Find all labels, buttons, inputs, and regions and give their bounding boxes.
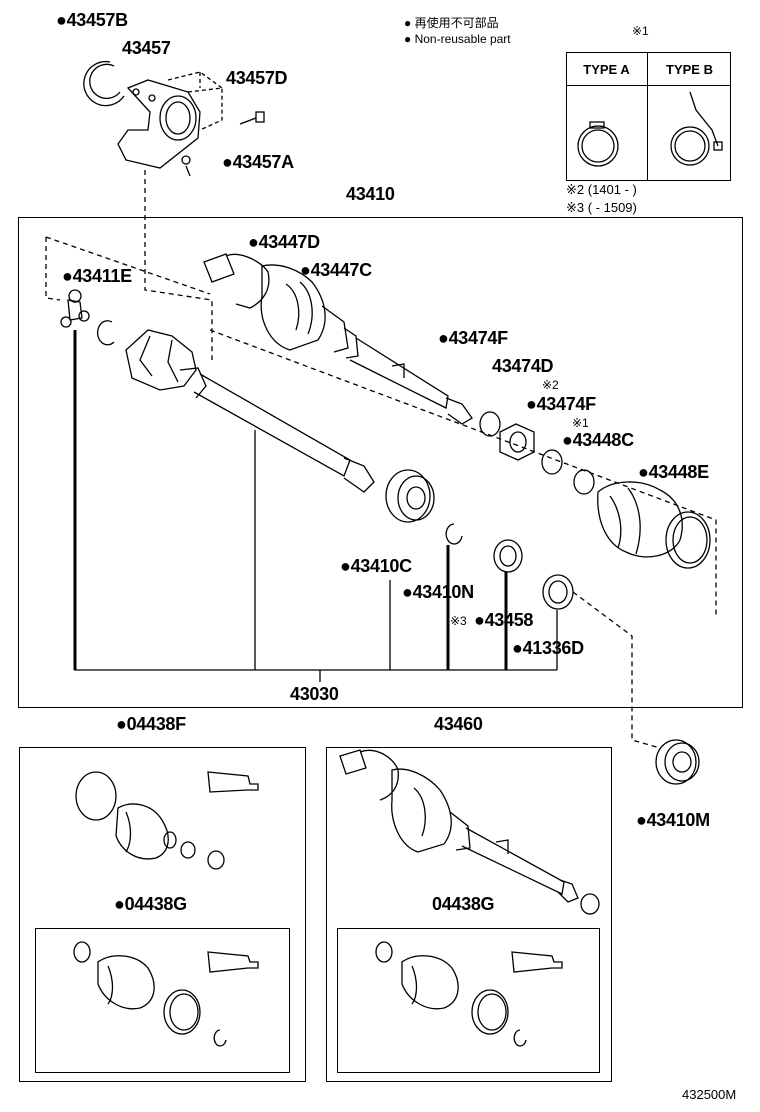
snap-ring-43410N-icon (445, 523, 463, 545)
type-b-clamp-icon (670, 91, 723, 166)
mark-2: ※2 (542, 378, 559, 392)
type-a-clamp-icon (577, 121, 619, 167)
kit-04438G-left-boot-icon (73, 941, 259, 1047)
damper-43474D-icon (499, 423, 535, 461)
bearing-43410M-icon (655, 739, 700, 785)
kit-04438G-right-boot-icon (375, 941, 563, 1047)
label-43447C: ●43447C (300, 260, 372, 280)
bearing-bracket-icon (83, 60, 223, 169)
legend-jp: ● 再使用不可部品 (404, 16, 499, 30)
label-43458: ●43458 (474, 610, 534, 630)
label-43457: 43457 (122, 38, 171, 58)
label-43448C: ●43448C (562, 430, 634, 450)
type-table (566, 52, 731, 181)
legend-en: ● Non-reusable part (404, 32, 511, 46)
label-43447D: ●43447D (248, 232, 320, 252)
seal-41336D-icon (542, 574, 574, 610)
label-43448E: ●43448E (638, 462, 709, 482)
label-43474F-2: ●43474F (526, 394, 596, 414)
snap-ring-icon (97, 320, 115, 346)
label-43030: 43030 (290, 684, 339, 704)
clamp-43448C-icon (573, 469, 595, 495)
tripod-43411E-icon (60, 289, 90, 328)
note-2: ※2 (1401 - ) (566, 182, 637, 197)
kit-04438F-boot-icon (75, 771, 259, 870)
label-43410N: ●43410N (402, 582, 474, 602)
label-43410C: ●43410C (340, 556, 412, 576)
kit-04438F-frame (19, 747, 306, 1082)
assembly-43410-frame (18, 217, 743, 708)
label-43460: 43460 (434, 714, 483, 734)
label-43410: 43410 (346, 184, 395, 204)
clamp-43474F-icon (479, 411, 501, 437)
note-3: ※3 ( - 1509) (566, 200, 637, 215)
bolt-43457D-icon (239, 111, 265, 125)
bearing-43410C-icon (385, 469, 435, 523)
clamp-43474F-2-icon (541, 449, 563, 475)
kit-04438G-frame-right (337, 928, 600, 1073)
mark-3: ※3 (450, 614, 467, 628)
mark-1: ※1 (572, 416, 589, 430)
label-43474F-1: ●43474F (438, 328, 508, 348)
label-04438G-1: ●04438G (114, 894, 187, 914)
type-a-header: TYPE A (583, 62, 630, 77)
type-ref-mark: ※1 (632, 24, 649, 38)
shaft-43460-icon (339, 749, 600, 915)
outboard-joint-shaft-icon (203, 253, 473, 425)
inboard-joint-shaft-icon (125, 329, 375, 493)
bolt-43457A-icon (181, 155, 191, 177)
label-43410M: ●43410M (636, 810, 710, 830)
label-43474D: 43474D (492, 356, 554, 376)
label-43457A: ●43457A (222, 152, 294, 172)
label-04438F: ●04438F (116, 714, 186, 734)
figure-number: 432500M (682, 1087, 737, 1102)
kit-04438G-frame-left (35, 928, 290, 1073)
label-43457B: ●43457B (56, 10, 128, 30)
label-43457D: 43457D (226, 68, 288, 88)
label-41336D: ●41336D (512, 638, 584, 658)
type-b-header: TYPE B (666, 62, 713, 77)
label-04438G-2: 04438G (432, 894, 495, 914)
assembly-43460-frame (326, 747, 612, 1082)
label-43411E: ●43411E (62, 266, 132, 286)
boot-43448E-icon (597, 481, 711, 569)
seal-43458-icon (493, 539, 523, 573)
